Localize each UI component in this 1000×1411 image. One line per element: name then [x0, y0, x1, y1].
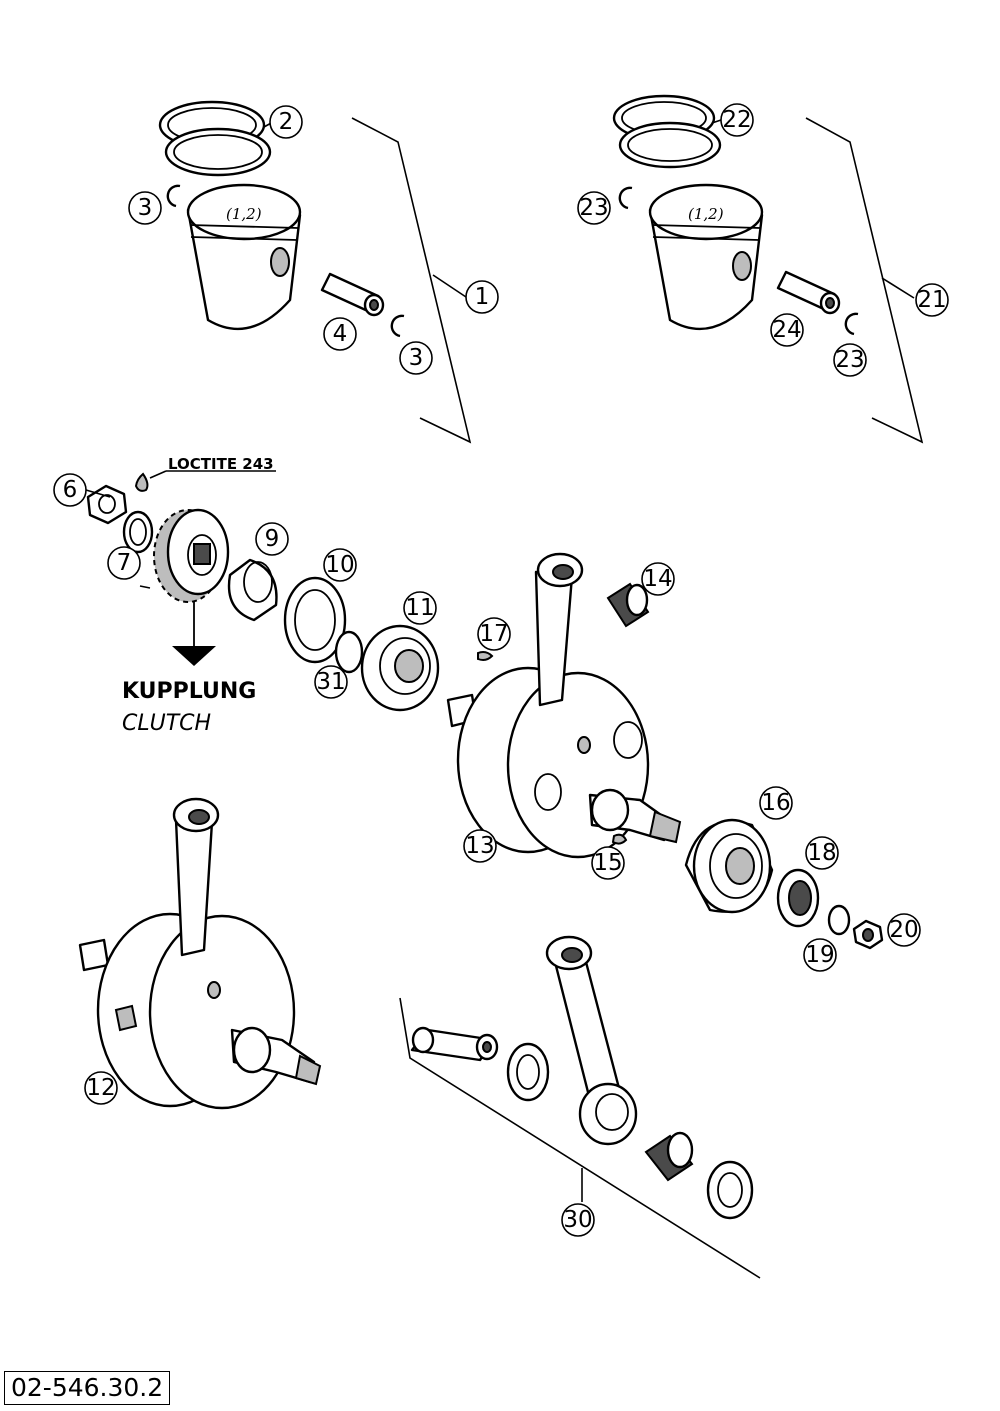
callout-24: 24 [770, 313, 804, 347]
shaft-seal [283, 576, 347, 664]
connecting-rod [545, 935, 638, 1146]
kit-bracket-right [805, 117, 924, 444]
loctite-note: LOCTITE 243 [168, 455, 274, 473]
svg-text:11: 11 [405, 595, 434, 621]
drawing-number: 02-546.30.2 [4, 1371, 171, 1405]
piston-right: (1,2) [648, 183, 764, 331]
svg-text:20: 20 [889, 917, 918, 943]
piston-pin-left [320, 272, 385, 317]
circlip-left-lower [390, 314, 405, 338]
circlip-left-upper [166, 184, 181, 208]
callout-20: 20 [887, 913, 921, 947]
circlip-right-lower [844, 312, 859, 336]
main-bearing-left [360, 624, 440, 712]
svg-text:17: 17 [479, 621, 508, 647]
clutch-label-en: CLUTCH [122, 711, 211, 736]
callout-10: 10 [323, 548, 357, 582]
callout-30: 30 [561, 1203, 595, 1237]
crankshaft-nut [86, 484, 128, 525]
callout-11: 11 [403, 591, 437, 625]
svg-text:12: 12 [86, 1075, 115, 1101]
svg-text:13: 13 [465, 833, 494, 859]
callout-17: 17 [477, 617, 511, 651]
svg-text:14: 14 [643, 566, 672, 592]
svg-text:16: 16 [761, 790, 790, 816]
svg-text:30: 30 [563, 1207, 592, 1233]
needle-bearing-upper [606, 582, 650, 628]
crankshaft-exploded [446, 552, 682, 859]
piston-pin-right [776, 270, 841, 315]
thrust-washer-right [706, 1160, 754, 1220]
svg-text:22: 22 [722, 107, 751, 133]
loctite-drop [134, 472, 149, 492]
clutch-label-de: KUPPLUNG [122, 679, 256, 704]
kit-bracket-rod [399, 997, 761, 1279]
kit-bracket-left [351, 117, 472, 444]
callout-22: 22 [720, 103, 754, 137]
callout-3-lower: 3 [399, 341, 433, 375]
svg-text:23: 23 [835, 347, 864, 373]
callout-7: 7 [107, 546, 141, 580]
crankshaft-nut-right [852, 919, 884, 950]
callout-12: 12 [84, 1071, 118, 1105]
svg-text:19: 19 [805, 942, 834, 968]
thrust-washer-left [506, 1042, 550, 1102]
svg-text:1: 1 [475, 284, 490, 310]
washer-right [827, 904, 851, 936]
svg-text:10: 10 [325, 552, 354, 578]
callout-23-upper: 23 [577, 191, 611, 225]
svg-text:15: 15 [593, 850, 622, 876]
piston-ring-set-left [158, 100, 272, 177]
spacer-ring [227, 558, 278, 622]
callout-31: 31 [314, 665, 348, 699]
circlip-right-upper [618, 186, 633, 210]
piston-pin-kit [410, 1026, 499, 1062]
crankshaft-complete [78, 797, 322, 1110]
svg-text:7: 7 [117, 550, 132, 576]
callout-19: 19 [803, 938, 837, 972]
svg-text:23: 23 [579, 195, 608, 221]
callout-2: 2 [269, 105, 303, 139]
svg-text:6: 6 [63, 477, 78, 503]
primary-gear [153, 508, 230, 603]
callout-15: 15 [591, 846, 625, 880]
svg-text:9: 9 [265, 526, 280, 552]
callout-21: 21 [915, 283, 949, 317]
shaft-seal-right [776, 868, 820, 928]
o-ring [334, 630, 364, 674]
woodruff-key-upper [477, 651, 494, 661]
callout-16: 16 [759, 786, 793, 820]
needle-bearing-lower [644, 1131, 694, 1182]
callout-18: 18 [805, 836, 839, 870]
svg-text:18: 18 [807, 840, 836, 866]
svg-text:4: 4 [333, 321, 348, 347]
piston-marking-right: (1,2) [688, 205, 724, 223]
callout-14: 14 [641, 562, 675, 596]
piston-left: (1,2) [186, 183, 302, 331]
clutch-arrow-head [172, 646, 216, 666]
svg-text:3: 3 [138, 195, 153, 221]
svg-text:21: 21 [917, 287, 946, 313]
callout-1: 1 [465, 280, 499, 314]
svg-text:31: 31 [316, 669, 345, 695]
piston-ring-set-right [612, 94, 722, 169]
piston-marking-left: (1,2) [226, 205, 262, 223]
svg-text:2: 2 [279, 109, 294, 135]
svg-text:3: 3 [409, 345, 424, 371]
lock-washer [122, 510, 154, 554]
callout-6: 6 [53, 473, 87, 507]
callout-9: 9 [255, 522, 289, 556]
callout-23-lower: 23 [833, 343, 867, 377]
callout-13: 13 [463, 829, 497, 863]
svg-text:24: 24 [772, 317, 801, 343]
callout-4: 4 [323, 317, 357, 351]
woodruff-key-lower [611, 833, 628, 845]
callout-3-upper: 3 [128, 191, 162, 225]
main-bearing-right [684, 818, 774, 914]
